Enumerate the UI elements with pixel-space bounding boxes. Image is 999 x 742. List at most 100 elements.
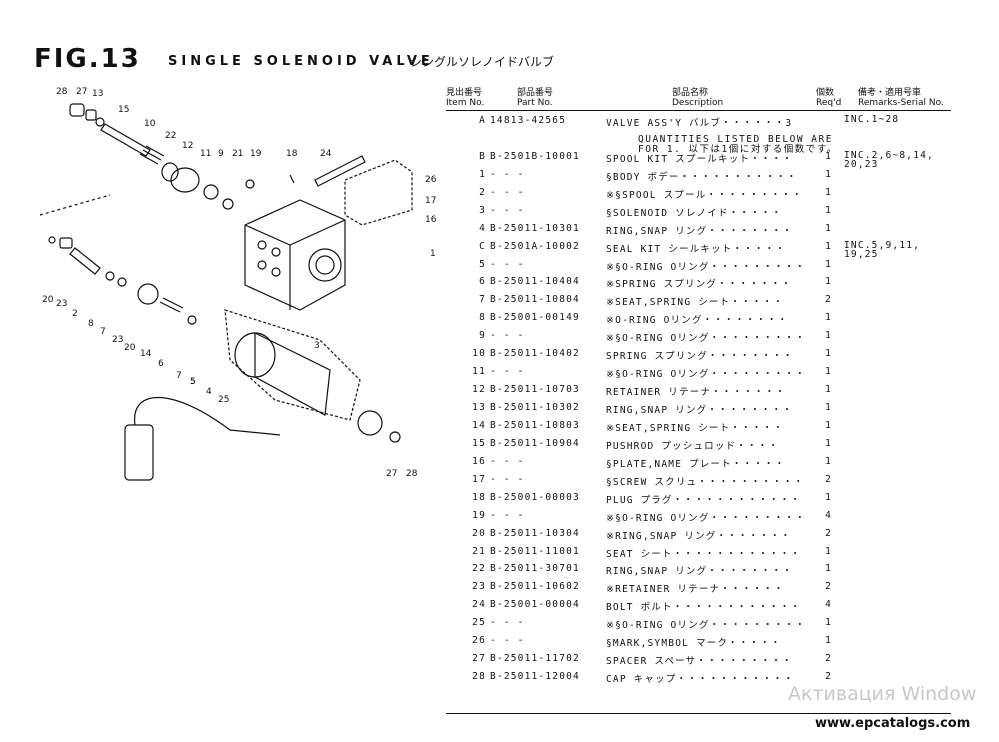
description: RING,SNAP リング・・・・・・・・ — [606, 566, 793, 578]
figure-subtitle: SINGLE SOLENOID VALVE — [168, 54, 434, 69]
quantity: 2 — [825, 653, 832, 665]
part-no: B-25011-10304 — [490, 527, 580, 539]
callout-4: 4 — [206, 387, 212, 397]
callout-3: 3 — [314, 341, 320, 351]
quantity: 2 — [825, 527, 832, 539]
description: RING,SNAP リング・・・・・・・・ — [606, 405, 793, 416]
part-no: B-25011-11702 — [490, 653, 580, 665]
callout-27: 27 — [76, 87, 87, 97]
figure-title: FIG.13 — [34, 44, 141, 74]
part-no: B-25011-11001 — [490, 545, 580, 557]
retainer-part — [170, 167, 200, 193]
diagram-callouts: 28 27 13 15 10 22 12 11 9 21 19 18 24 26… — [42, 87, 437, 479]
table-row: 26 - - - §MARK,SYMBOL マーク・・・・・ 1 — [446, 632, 976, 650]
quantity-note: QUANTITIES LISTED BELOW ARE FOR 1. 以下は1個… — [638, 134, 838, 155]
description: §MARK,SYMBOL マーク・・・・・ — [606, 638, 782, 650]
part-no: - - - — [490, 617, 525, 629]
remarks: INC.5,9,11,19,25 — [844, 239, 921, 260]
item-no: 20 — [472, 527, 486, 539]
item-no: 6 — [479, 276, 486, 288]
part-no: B-25011-10804 — [490, 294, 580, 306]
item-no: 10 — [472, 348, 486, 360]
cap-part — [69, 103, 85, 117]
quantity: 2 — [825, 581, 832, 593]
description: §SOLENOID ソレノイド・・・・・ — [606, 207, 783, 219]
item-no: 13 — [472, 402, 486, 413]
item-no: B — [479, 150, 486, 162]
figure-subtitle-jp: シングルソレノイドバルブ — [410, 55, 555, 69]
body-port — [308, 248, 342, 282]
part-no: B-25001-00003 — [490, 491, 580, 503]
part-no: - - - — [490, 455, 525, 467]
item-no: 26 — [472, 635, 486, 647]
quantity: 1 — [825, 204, 832, 216]
remarks: INC.1~28 — [844, 114, 900, 125]
description: SEAT シート・・・・・・・・・・・・ — [606, 548, 802, 560]
description: RING,SNAP リング・・・・・・・・ — [606, 225, 793, 237]
bolt-part — [314, 155, 366, 187]
quantity: 1 — [825, 635, 832, 647]
spring-part — [139, 145, 165, 165]
part-no: - - - — [490, 258, 525, 270]
header-rule — [446, 110, 951, 111]
callout-5: 5 — [190, 377, 196, 387]
table-row: 2- - -※§SPOOL スプール・・・・・・・・・1 — [446, 184, 976, 202]
callout-15: 15 — [118, 105, 129, 115]
quantity: 1 — [825, 150, 832, 162]
callout-16: 16 — [425, 215, 437, 225]
callout-2: 2 — [72, 309, 78, 319]
quantity: 1 — [825, 617, 832, 629]
item-no: 7 — [479, 294, 486, 306]
part-no: - - - — [490, 330, 525, 342]
callout-28b: 28 — [406, 469, 418, 479]
table-row: 17- - -§SCREW スクリュ・・・・・・・・・・2 — [446, 471, 976, 489]
item-no: 15 — [472, 437, 486, 449]
quantity: 1 — [825, 384, 832, 396]
description: ※O-RING Oリング・・・・・・・・ — [606, 315, 789, 327]
snap-ring-part — [95, 117, 105, 127]
spring-6 — [159, 297, 184, 313]
site-footer[interactable]: www.epcatalogs.com — [815, 716, 971, 731]
quantity: 1 — [825, 222, 832, 234]
item-no: 2 — [479, 186, 486, 198]
item-no: 28 — [472, 671, 486, 683]
solenoid-coil — [254, 332, 331, 416]
item-no: 14 — [472, 419, 486, 431]
quantity: 4 — [825, 599, 832, 611]
item-no: 16 — [472, 455, 486, 467]
item-no: 3 — [479, 204, 486, 216]
quantity: 1 — [825, 402, 832, 413]
part-no: - - - — [490, 509, 525, 521]
table-row: 19- - -※§O-RING Oリング・・・・・・・・・4 — [446, 507, 976, 525]
remarks: INC.2,6~8,14,20,23 — [844, 149, 934, 170]
callout-11: 11 — [200, 149, 211, 159]
part-no: - - - — [490, 635, 525, 647]
pushrod-part — [100, 123, 151, 157]
quantity: 1 — [825, 186, 832, 198]
footer-rule — [446, 713, 951, 714]
quantity: 1 — [825, 419, 832, 431]
connector-part — [124, 424, 154, 481]
quantity: 2 — [825, 294, 832, 306]
description: BOLT ボルト・・・・・・・・・・・・ — [606, 602, 802, 614]
item-no: 11 — [472, 366, 486, 378]
part-no: B-25011-10301 — [490, 222, 580, 234]
table-row: 9- - -※§O-RING Oリング・・・・・・・・・1 — [446, 327, 976, 345]
quantity: 1 — [825, 276, 832, 288]
oring-19 — [245, 179, 255, 189]
part-no: B-25011-12004 — [490, 671, 580, 683]
callout-10: 10 — [144, 119, 156, 129]
callout-25: 25 — [218, 395, 229, 405]
quantity: 1 — [825, 312, 832, 324]
table-row — [446, 130, 976, 148]
description: ※§O-RING Oリング・・・・・・・・・ — [606, 620, 806, 632]
part-no: B-25011-10404 — [490, 276, 580, 288]
